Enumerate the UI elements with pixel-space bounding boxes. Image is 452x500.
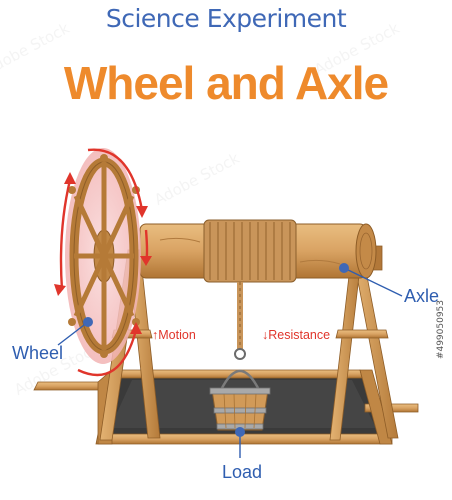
wheel-label: Wheel: [12, 343, 64, 363]
diagram-title: Wheel and Axle: [63, 57, 389, 109]
rope-coil: [203, 219, 297, 283]
curved-arrows-icon: [59, 148, 149, 377]
load-pointer: [235, 427, 245, 458]
load-label: Load: [222, 462, 263, 482]
motion-label: ↑Motion: [152, 328, 196, 342]
bucket-load: [209, 370, 271, 431]
wheel: [68, 154, 140, 358]
stock-id: #499050953: [436, 300, 446, 360]
base-frame: [33, 369, 419, 445]
hanging-rope: [234, 282, 246, 360]
diagram-subtitle: Science Experiment: [105, 4, 347, 33]
dot-marker-icon: [339, 263, 349, 273]
resistance-label: ↓Resistance: [262, 328, 331, 342]
dot-marker-icon: [83, 317, 93, 327]
dot-marker-icon: [235, 427, 245, 437]
axle-pointer: [339, 263, 403, 297]
wheel-pointer: [57, 317, 93, 346]
right-support-frame: [329, 245, 399, 441]
axle-label: Axle: [404, 286, 440, 306]
arrow-heads: [54, 172, 152, 334]
